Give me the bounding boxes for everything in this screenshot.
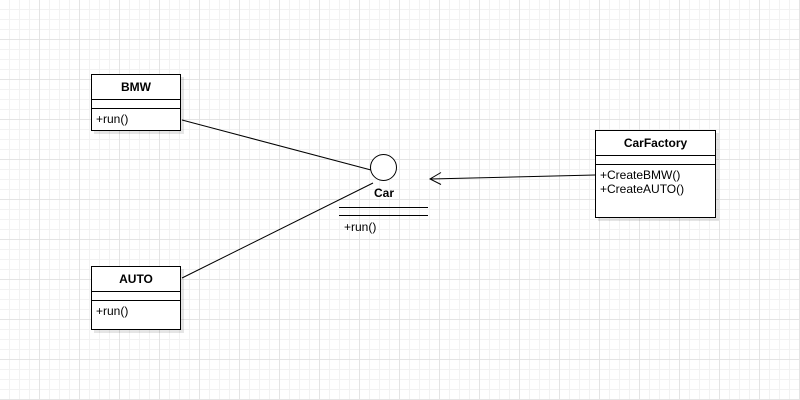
operation: +run() (96, 112, 129, 126)
auto-to-car-connector[interactable] (181, 182, 374, 279)
bmw-to-car-connector[interactable] (181, 119, 372, 171)
interface-circle-icon[interactable] (370, 154, 397, 181)
interface-name: Car (373, 186, 394, 200)
class-name: CarFactory (596, 131, 715, 156)
class-name: AUTO (92, 267, 180, 292)
attributes-compartment (596, 156, 715, 165)
attributes-compartment (92, 292, 180, 301)
interface-divider (339, 215, 428, 216)
operations-compartment: +CreateBMW() +CreateAUTO() (596, 165, 715, 196)
interface-divider (339, 207, 428, 208)
carfactory-class[interactable]: CarFactory +CreateBMW() +CreateAUTO() (595, 130, 716, 218)
operations-compartment: +run() (92, 301, 180, 318)
operation: +CreateBMW() (600, 168, 681, 182)
auto-class[interactable]: AUTO +run() (91, 266, 181, 330)
bmw-class[interactable]: BMW +run() (91, 74, 181, 131)
interface-operation: +run() (344, 220, 377, 234)
operations-compartment: +run() (92, 109, 180, 126)
class-name: BMW (92, 75, 180, 100)
operation: +CreateAUTO() (600, 182, 685, 196)
open-arrowhead-icon (428, 172, 442, 185)
carfactory-to-car-connector[interactable] (429, 174, 596, 180)
attributes-compartment (92, 100, 180, 109)
operation: +run() (96, 304, 129, 318)
